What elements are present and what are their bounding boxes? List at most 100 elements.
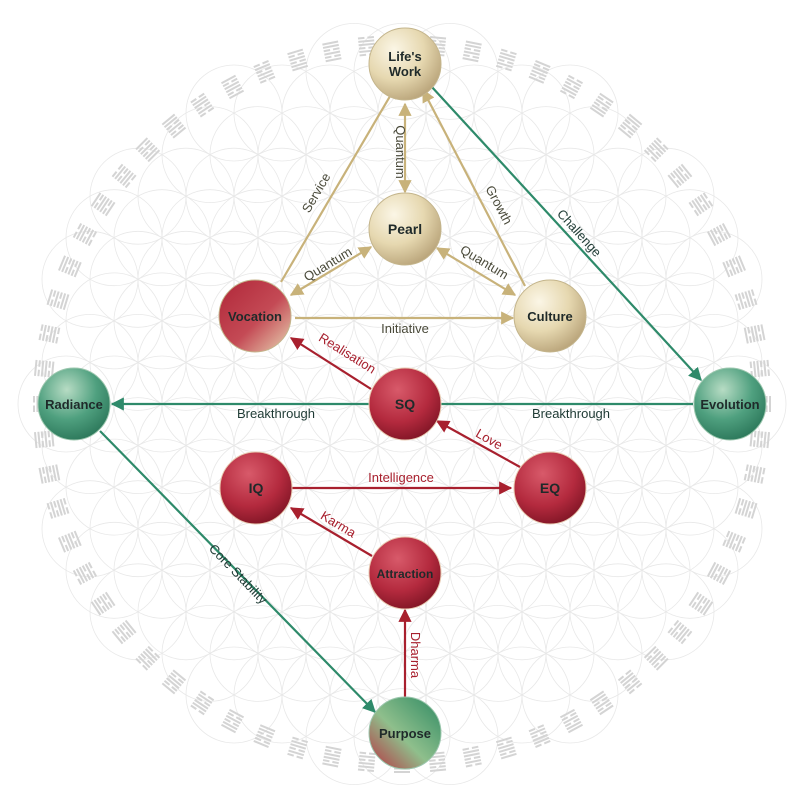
hexagram-icon <box>706 561 732 585</box>
hexagram-icon <box>495 736 517 760</box>
node-culture[interactable]: Culture <box>513 279 587 353</box>
flower-circle <box>353 688 451 785</box>
node-pearl[interactable]: Pearl <box>368 192 442 266</box>
node-pearl-label: Pearl <box>388 221 422 237</box>
node-iq-label: IQ <box>249 480 264 496</box>
hexagram-icon <box>161 113 187 139</box>
hexagram-icon <box>46 497 70 519</box>
node-culture-label: Culture <box>527 309 573 324</box>
hexagram-icon <box>46 289 70 311</box>
node-evolution-label: Evolution <box>700 397 759 412</box>
hexagram-icon <box>589 690 614 716</box>
hexagram-icon <box>322 745 342 768</box>
hexagram-icon <box>33 430 55 449</box>
hexagram-icon <box>706 223 732 247</box>
nodes: Life's Work Pearl Vocation Culture Radia… <box>37 27 767 770</box>
node-vocation[interactable]: Vocation <box>218 279 292 353</box>
hexagram-icon <box>462 745 482 768</box>
hexagram-icon <box>287 736 309 760</box>
hexagram-icon <box>734 289 758 311</box>
hexagram-icon <box>221 74 245 100</box>
hexagram-icon <box>111 163 137 189</box>
edge-realisation <box>289 337 372 390</box>
label-breakthrough-left: Breakthrough <box>237 406 315 421</box>
hexagram-icon <box>90 591 116 616</box>
node-attraction[interactable]: Attraction <box>368 536 442 610</box>
hexagram-icon <box>722 255 746 278</box>
hexagram-icon <box>190 92 215 118</box>
flower-circle <box>521 646 619 744</box>
hexagram-icon <box>322 40 342 63</box>
edge-quantum-left <box>289 246 373 296</box>
label-dharma: Dharma <box>408 632 423 679</box>
label-realisation: Realisation <box>316 330 379 377</box>
node-lifes-work-label-1: Life's <box>388 49 421 64</box>
hexagram-icon <box>190 690 215 716</box>
hexagram-icon <box>161 669 187 695</box>
edge-quantum-right <box>435 247 517 296</box>
hexagram-icon <box>559 708 583 734</box>
hexagram-icon <box>589 92 614 118</box>
hexagram-icon <box>559 74 583 100</box>
hexagram-icon <box>221 708 245 734</box>
hexagram-icon <box>643 137 669 163</box>
hexagram-icon <box>528 724 551 748</box>
hexagram-icon <box>58 255 82 278</box>
hexagram-icon <box>38 464 61 484</box>
node-purpose[interactable]: Purpose <box>368 696 442 770</box>
hexagram-icon <box>357 751 376 773</box>
red-edges <box>289 337 521 697</box>
hexagram-icon <box>135 645 161 671</box>
node-lifes-work[interactable]: Life's Work <box>368 27 442 101</box>
label-quantum-top: Quantum <box>393 125 408 178</box>
hexagram-icon <box>743 464 766 484</box>
node-eq-label: EQ <box>540 480 560 496</box>
hexagram-icon <box>688 192 714 217</box>
node-evolution[interactable]: Evolution <box>693 367 767 441</box>
hexagram-icon <box>528 60 551 84</box>
node-vocation-label: Vocation <box>228 309 282 324</box>
node-attraction-label: Attraction <box>377 567 434 581</box>
node-radiance-label: Radiance <box>45 397 103 412</box>
hexagram-icon <box>72 223 98 247</box>
hexagram-icon <box>428 751 447 773</box>
edge-challenge <box>430 85 702 381</box>
edge-love <box>435 420 521 468</box>
node-sq-label: SQ <box>395 396 415 412</box>
hexagram-icon <box>667 619 693 645</box>
hexagram-icon <box>749 430 771 449</box>
node-sq[interactable]: SQ <box>368 367 442 441</box>
hexagram-icon <box>734 497 758 519</box>
hexagram-icon <box>38 324 61 344</box>
node-purpose-label: Purpose <box>379 726 431 741</box>
node-eq[interactable]: EQ <box>513 451 587 525</box>
hexagram-icon <box>253 724 276 748</box>
label-initiative: Initiative <box>381 321 429 336</box>
hexagram-icon <box>90 192 116 217</box>
hexagram-icon <box>722 530 746 553</box>
hexagram-icon <box>33 359 55 378</box>
node-radiance[interactable]: Radiance <box>37 367 111 441</box>
hexagram-icon <box>688 591 714 616</box>
hexagram-icon <box>287 48 309 72</box>
node-iq[interactable]: IQ <box>219 451 293 525</box>
hexagram-icon <box>743 324 766 344</box>
green-edges <box>99 85 702 713</box>
hexagram-icon <box>667 163 693 189</box>
edge-karma <box>289 507 373 557</box>
hexagram-icon <box>462 40 482 63</box>
label-breakthrough-right: Breakthrough <box>532 406 610 421</box>
label-intelligence: Intelligence <box>368 470 434 485</box>
hexagram-icon <box>617 669 643 695</box>
hexagram-icon <box>111 619 137 645</box>
node-lifes-work-label-2: Work <box>389 64 422 79</box>
hexagram-icon <box>643 645 669 671</box>
hexagram-icon <box>72 561 98 585</box>
hexagram-icon <box>617 113 643 139</box>
edge-core-stability <box>99 430 376 713</box>
hexagram-icon <box>495 48 517 72</box>
hexagram-icon <box>135 137 161 163</box>
hexagram-icon <box>749 359 771 378</box>
gold-edges <box>280 84 526 325</box>
